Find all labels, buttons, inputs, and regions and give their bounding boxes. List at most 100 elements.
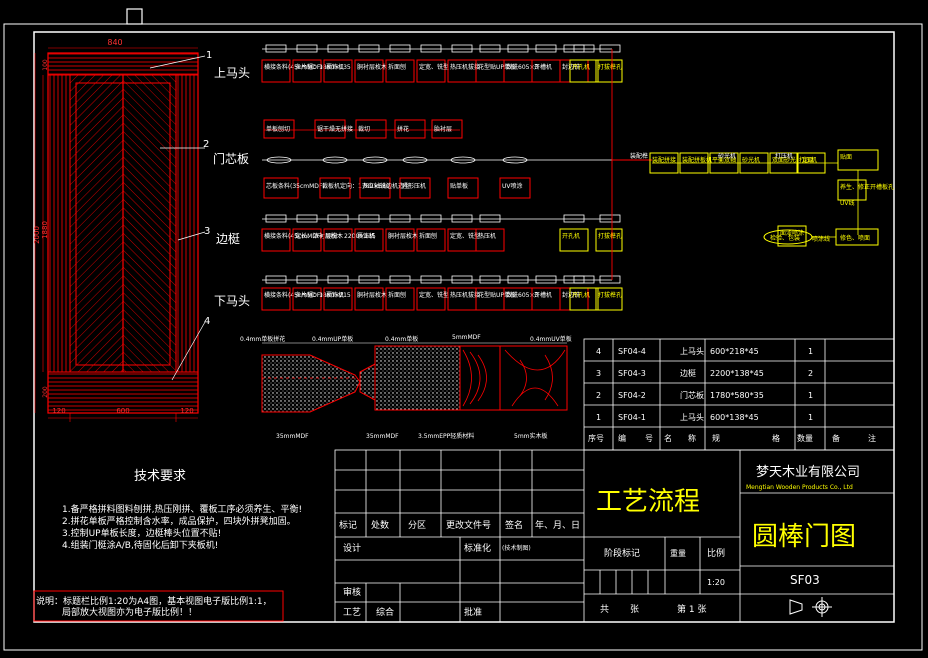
row1-step-9: 开槽机 [531,59,561,83]
assembly-label-6: 贴面 [840,153,852,161]
tb-integrate: 综合 [376,606,394,618]
row4-part-glyph-6 [451,275,473,284]
row4-part-glyph-5 [420,275,442,284]
row2b-label-3: 异形压机 [402,182,426,190]
assembly-step-6: 贴面 [837,149,879,171]
assembly-step-7: 养生、修正开槽板孔 [837,179,894,201]
parts-cell-0-4: 1 [808,347,813,356]
callout-3: 3 [204,226,210,237]
row4-label-11: 开孔机 [572,291,590,299]
row3-step-2: 刚分：2200×135 [323,228,376,252]
row4-part-glyph-8 [507,275,529,284]
row3-label-4: 胴衬层枚木 [388,232,418,240]
row4-step-4: 拆面刨 [385,287,415,311]
tb-main-title: 工艺流程 [596,487,700,517]
finish-label-0: 检验、包装 [770,234,800,242]
title-block [334,449,895,623]
row4-part-glyph-0 [265,275,287,284]
note-line-2: 局部放大视图亦为电子版比例！！ [62,606,197,618]
row4-part-glyph-3 [358,275,380,284]
section-label-8: 5mm实木板 [514,432,548,440]
row3-label-2: 刚分：2200×135 [326,232,376,240]
row3-part-glyph-7 [479,214,501,223]
row2a-step-2: 裁切 [355,119,387,139]
row4-label-10: 封边铣 [562,291,580,299]
parts-table [583,338,895,451]
row4-step-11: 开孔机 [569,287,599,311]
row3-label-6: 定宽、铣型 [450,232,480,240]
row2b-step-3: 异形压机 [399,177,431,199]
tb-drawing-no: SF03 [790,573,820,587]
tb-company: 梦天木业有限公司 [756,465,860,480]
tb-total: 共 [600,604,609,615]
section-label-5: 35mmMDF [276,433,309,440]
parts-header-4: 称 [688,433,696,443]
row3-part-glyph-8 [563,214,585,223]
row1-part-glyph-2 [327,44,349,53]
tb-company-en: Mengtian Wooden Products Co., Ltd [746,484,853,491]
section-label-3: 5mmMDF [452,334,481,341]
row1-step-1: 多片锯：1860×135 [292,59,351,83]
parts-cell-1-4: 2 [808,369,813,378]
row2a-label-2: 裁切 [358,125,370,133]
tb-count: 处数 [371,519,389,531]
callout-1: 1 [206,50,212,61]
parts-header-0: 序号 [588,433,604,443]
tb-audit: 审核 [343,586,361,598]
row4-label-1: 多片锯：1860×215 [295,291,351,299]
tb-change-no: 更改文件号 [446,519,491,531]
callout-2: 2 [203,139,209,150]
tb-drawing-name: 圆棒门图 [752,522,856,552]
row1-step-5: 定宽、铣型 [416,59,449,83]
parts-cell-3-3: 600*138*45 [710,413,759,422]
row4-label-9: 开槽机 [534,291,552,299]
note-box [33,590,284,622]
row4-step-6: 热压机拔接 [447,287,480,311]
assembly-label-3: 砂光机 [742,156,760,164]
tb-ratio: 比例 [707,547,725,559]
projection-symbol-icon [789,597,832,617]
row1-label-5: 定宽、铣型 [419,63,449,71]
dim-height-total: 2000 [33,226,41,244]
row2a-step-3: 拼花 [394,119,426,139]
leader-lines [149,55,206,381]
row1-part-glyph-0 [265,44,287,53]
assembly-step-8: UV线 [840,199,855,207]
tb-scale: 1:20 [707,578,725,587]
row2a-label-1: 锯干燥无拼接 [317,125,353,133]
row4-label-7: 花型贴UP单板 [478,291,516,299]
tb-approve: 批准 [464,606,482,618]
assembly-label-8: UV线 [840,199,855,207]
tech-item-1: 1.备严格拼料图料刨拼,热压刚拼、覆板工序必须养生、平衡! [62,503,302,515]
row4-step-12: 打拔榫孔 [595,287,623,311]
tb-stage-mark: 阶段标记 [604,547,640,559]
row4-step-3: 胴衬层枚木 [354,287,387,311]
parts-cell-3-0: 1 [596,413,601,422]
tb-weight: 重量 [670,548,686,558]
dim-stile-left: 120 [52,407,65,415]
finish-label-1: 修色、喷面 [840,234,870,242]
assembly-step-10: 喷涂线 [812,235,830,243]
tb-sheets: 张 [630,604,639,615]
parts-cell-3-4: 1 [808,413,813,422]
row1-label-11: 开孔机 [572,63,590,71]
row1-part-glyph-9 [535,44,557,53]
row3-part-glyph-3 [358,214,380,223]
section-label-1: 0.4mmUP单板 [312,335,353,343]
row3-part-glyph-5 [420,214,442,223]
row2a-label-3: 拼花 [397,125,409,133]
parts-header-5: 规 [712,433,720,443]
row4-step-2: 裹饰机 [323,287,353,311]
row1-part-glyph-8 [507,44,529,53]
tech-item-3: 3.控制UP单板长度，边梃棒头位置不贴! [62,527,221,539]
note-line-1: 说明：标题栏比例1:20为A4图，基本视图电子版比例1:1， [36,595,272,607]
row3-part-glyph-6 [451,214,473,223]
row2b-step-2: 多立轴铣边机造型 [359,177,410,199]
row3-part-glyph-2 [327,214,349,223]
row1-label-4: 拆面刨 [388,63,406,71]
row1-step-12: 打拔榫孔 [595,59,623,83]
row1-step-6: 热压机拔接 [447,59,480,83]
section-label-2: 0.4mm单板 [385,335,418,343]
section-label-6: 35mmMDF [366,433,399,440]
